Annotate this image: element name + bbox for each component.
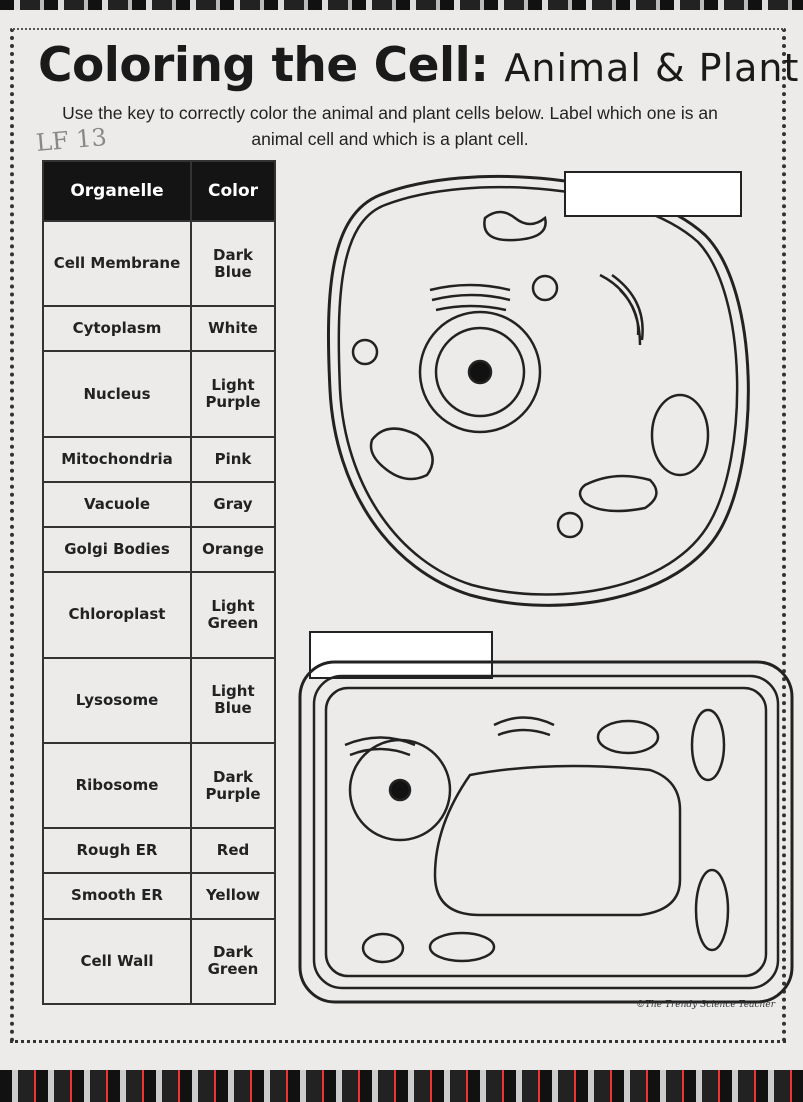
key-color: Light Purple (190, 350, 276, 438)
plant-cell (298, 660, 794, 1004)
animal-golgi (429, 283, 511, 312)
title-main: Coloring the Cell: (38, 38, 489, 93)
plant-chloroplast-3 (428, 931, 496, 963)
plant-chloroplast-1 (690, 708, 726, 782)
title-sub: Animal & Plant (504, 46, 800, 90)
plant-chloroplast-2 (694, 868, 730, 952)
key-organelle: Smooth ER (42, 872, 192, 920)
animal-er (599, 273, 644, 346)
animal-lysosome (531, 274, 559, 302)
worksheet-title: Coloring the Cell: Animal & Plant (38, 38, 799, 93)
plant-vacuole (433, 764, 682, 917)
animal-mitochondrion-3 (578, 474, 658, 513)
key-color: Red (190, 827, 276, 875)
key-color: Dark Purple (190, 741, 276, 830)
animal-nucleus (418, 310, 542, 434)
key-organelle: Ribosome (42, 741, 192, 830)
animal-mitochondrion-1 (483, 210, 547, 242)
key-organelle: Vacuole (42, 480, 192, 529)
decorative-border (10, 28, 786, 1043)
key-organelle: Cell Wall (42, 917, 192, 1005)
key-color: Dark Green (190, 917, 276, 1005)
header-color: Color (190, 160, 276, 222)
animal-mitochondrion-2 (369, 427, 434, 481)
key-organelle: Cell Membrane (42, 219, 192, 308)
animal-vacuole (650, 393, 710, 477)
key-color: Dark Blue (190, 219, 276, 308)
plant-mitochondrion (596, 719, 660, 755)
key-organelle: Golgi Bodies (42, 526, 192, 574)
key-organelle: Mitochondria (42, 435, 192, 483)
key-organelle: Nucleus (42, 350, 192, 438)
key-organelle: Chloroplast (42, 571, 192, 659)
background-bottom (0, 1070, 803, 1102)
plant-golgi (344, 716, 555, 757)
key-color: White (190, 305, 276, 353)
key-color: Light Blue (190, 656, 276, 744)
copyright: ©The Trendy Science Teacher (636, 1000, 776, 1010)
plant-cell-membrane (324, 686, 768, 978)
key-color: Light Green (190, 571, 276, 659)
plant-cell-wall (298, 660, 794, 1004)
key-color: Pink (190, 435, 276, 483)
key-color: Orange (190, 526, 276, 574)
key-organelle: Cytoplasm (42, 305, 192, 353)
plant-label-box (309, 631, 493, 679)
animal-cell (326, 174, 750, 607)
animal-label-box (564, 171, 742, 217)
key-organelle: Rough ER (42, 827, 192, 875)
key-color: Gray (190, 480, 276, 529)
key-organelle: Lysosome (42, 656, 192, 744)
key-color: Yellow (190, 872, 276, 920)
instructions: Use the key to correctly color the anima… (62, 103, 718, 149)
header-organelle: Organelle (42, 160, 192, 222)
